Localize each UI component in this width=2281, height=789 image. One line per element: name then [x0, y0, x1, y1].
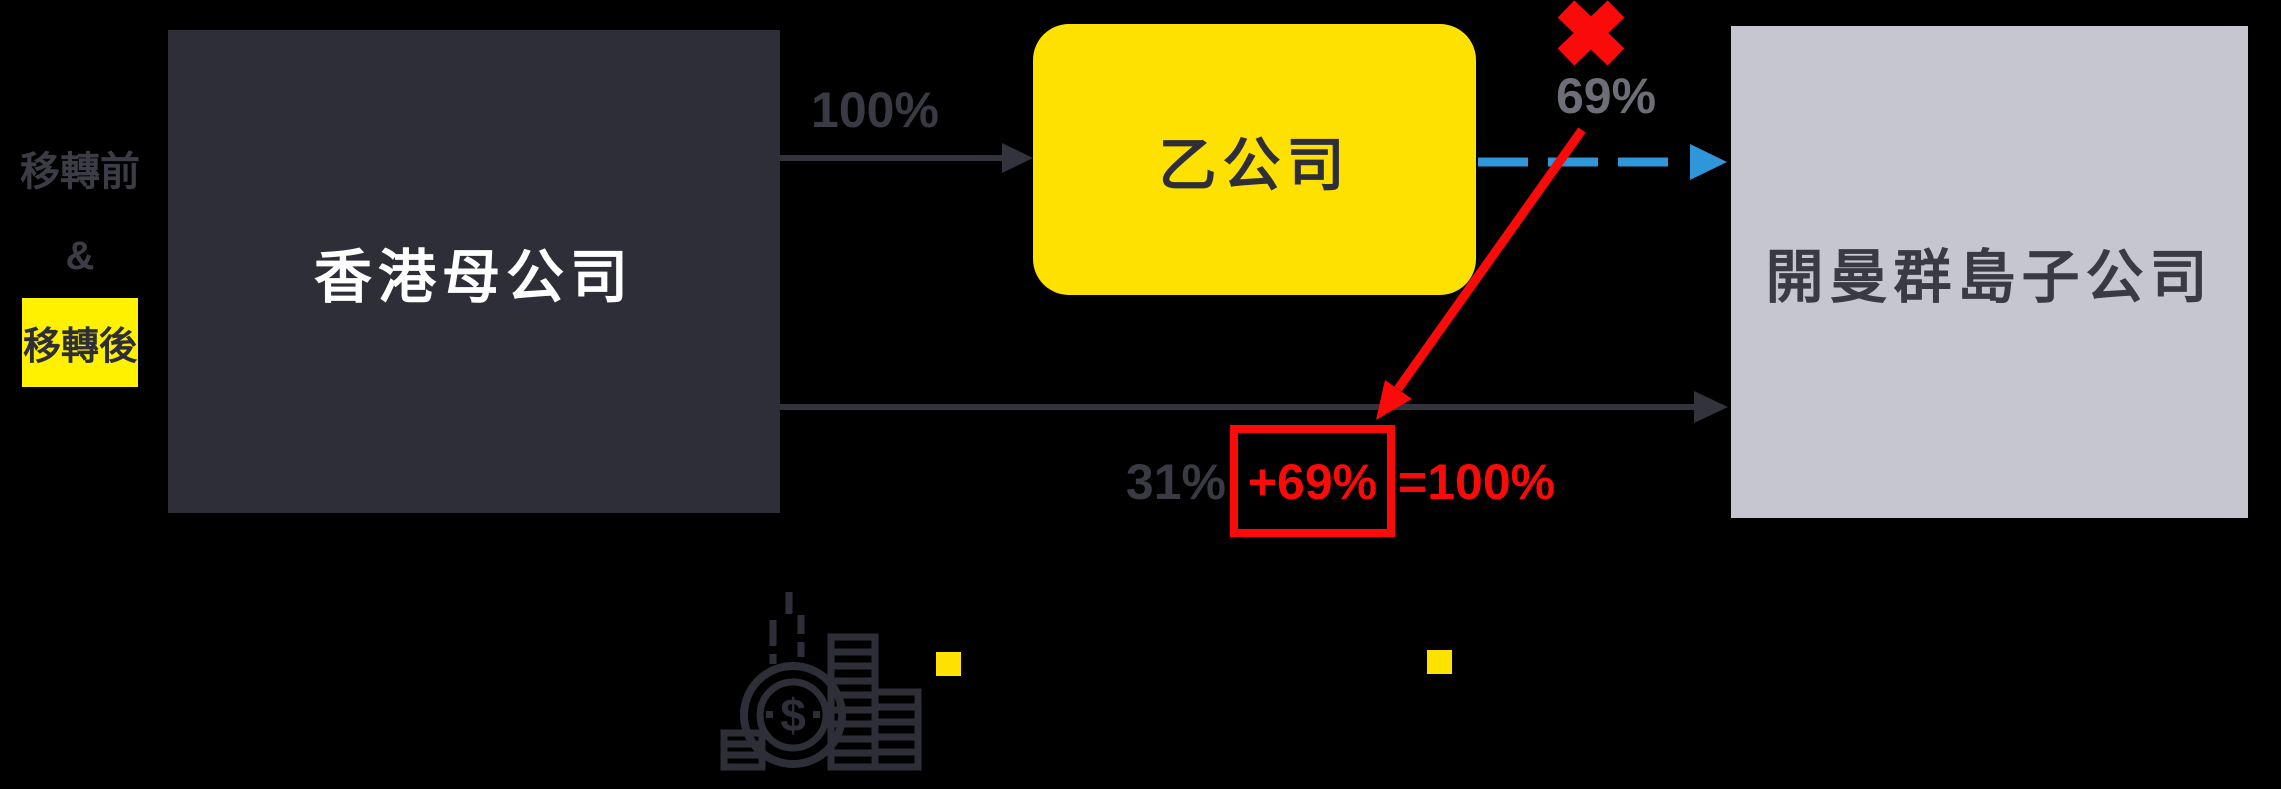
arrowhead-down-left-icon — [1376, 380, 1412, 420]
arrowhead-right-icon — [1002, 143, 1033, 173]
side-label-ampersand: & — [65, 234, 95, 278]
node-company-b: 乙公司 — [1033, 24, 1476, 295]
equation-red-box — [1230, 425, 1395, 537]
dollar-sign-glyph: $ — [780, 689, 806, 741]
side-label-after-transfer: 移轉後 — [22, 326, 137, 368]
arrow-b-to-cayman-dashed — [1478, 144, 1727, 180]
money-coins-icon: $ — [720, 592, 922, 771]
arrowhead-right-icon — [1690, 144, 1727, 180]
ownership-label-100pct: 100% — [811, 82, 939, 138]
arrow-parent-to-b — [780, 143, 1033, 173]
ownership-label-69pct: 69% — [1555, 68, 1657, 124]
red-cross-icon — [1557, 0, 1625, 66]
side-label-before-transfer: 移轉前 — [20, 150, 140, 194]
node-company-b-label: 乙公司 — [1158, 132, 1351, 198]
yellow-square-bullet-1 — [936, 652, 961, 676]
coin-stack-short — [871, 688, 922, 771]
equation-equals-100pct: =100% — [1398, 454, 1556, 510]
arrowhead-right-icon — [1694, 391, 1728, 423]
dollar-coin: $ — [740, 662, 846, 768]
equation-31pct: 31% — [1125, 454, 1226, 510]
coin-falling-dashes — [769, 592, 805, 664]
node-hk-parent-label: 香港母公司 — [313, 244, 634, 310]
equation-plus-69pct: +69% — [1247, 454, 1378, 510]
arrow-parent-to-cayman — [780, 391, 1728, 423]
node-cayman-label: 開曼群島子公司 — [1765, 245, 2214, 310]
yellow-square-bullet-2 — [1427, 650, 1452, 674]
node-hk-parent-company: 香港母公司 — [168, 30, 780, 513]
side-label-after-transfer-highlight: 移轉後 — [22, 298, 138, 387]
node-cayman-subsidiary: 開曼群島子公司 — [1731, 26, 2248, 518]
